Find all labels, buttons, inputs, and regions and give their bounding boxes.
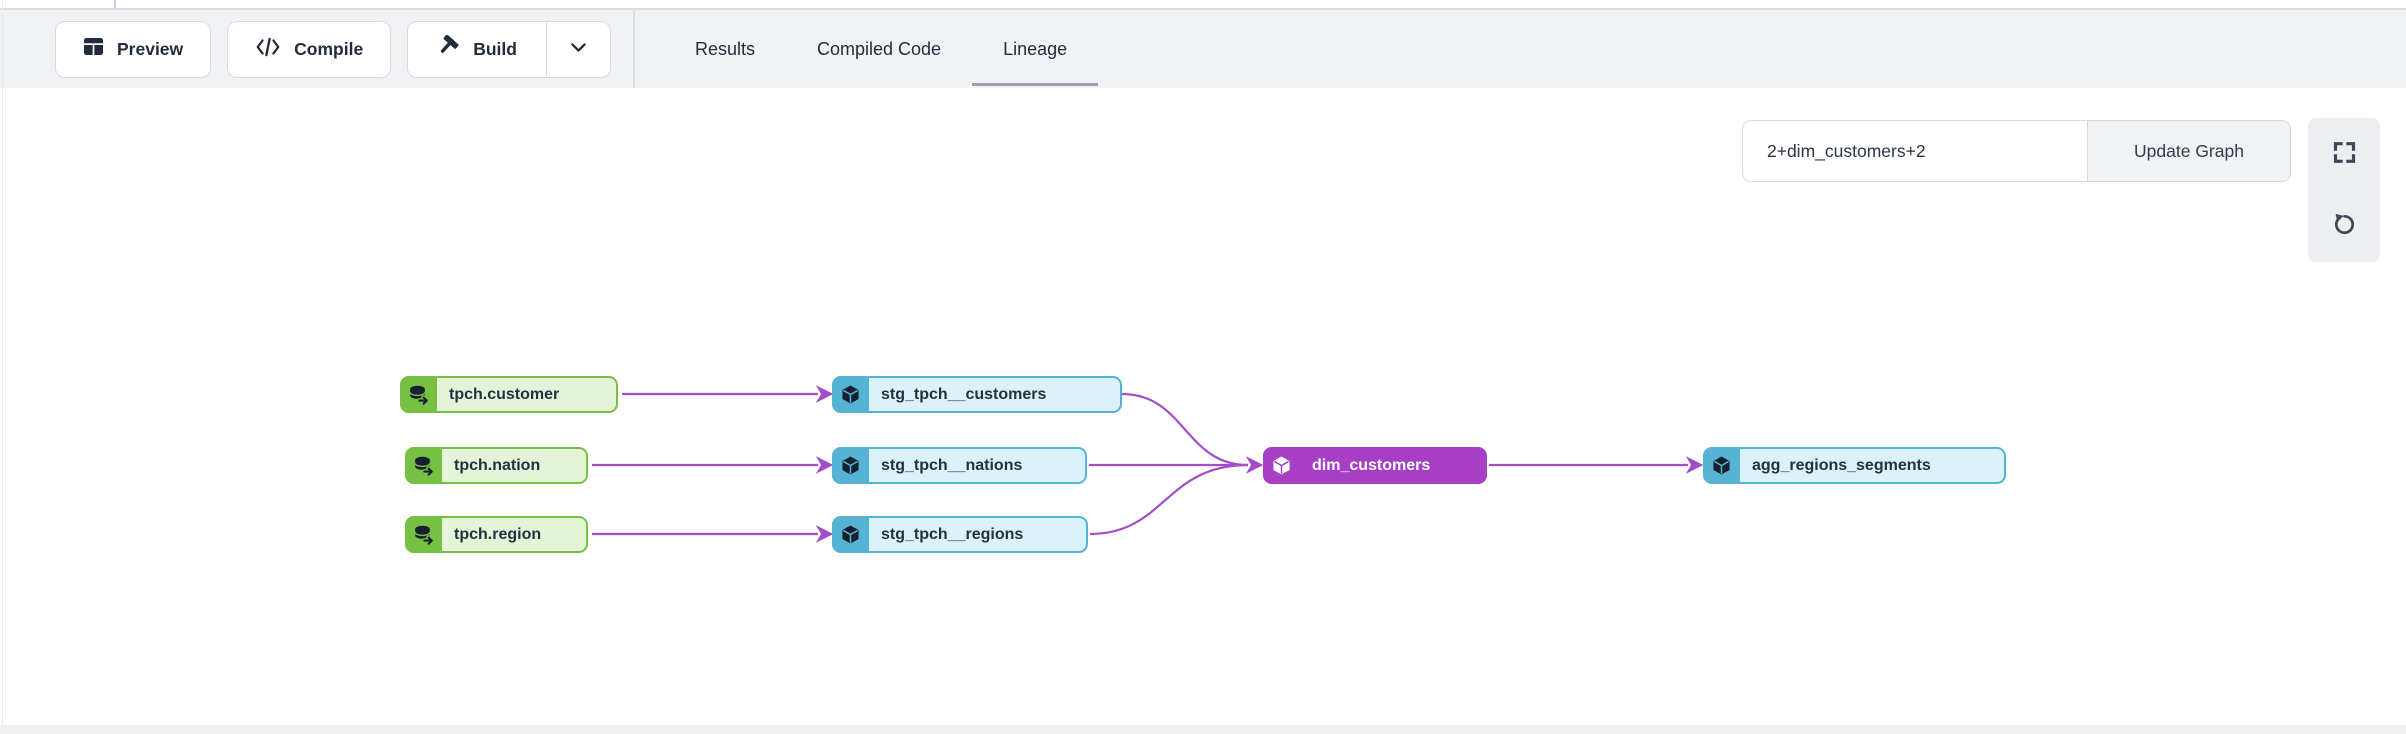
graph-node-stg-tpch-nations[interactable]: stg_tpch__nations xyxy=(832,447,1087,484)
tab-results[interactable]: Results xyxy=(694,38,755,59)
graph-node-label: stg_tpch__nations xyxy=(881,456,1023,474)
graph-node-label: stg_tpch__customers xyxy=(881,385,1047,403)
database-icon xyxy=(400,376,437,413)
toolbar-divider xyxy=(632,10,635,88)
cube-icon xyxy=(832,447,869,484)
compile-button-label: Compile xyxy=(294,38,364,59)
rotate-ccw-icon xyxy=(2331,211,2358,241)
code-brackets-icon xyxy=(255,36,281,63)
graph-node-label: tpch.region xyxy=(454,525,542,543)
tab-lineage[interactable]: Lineage xyxy=(972,10,1099,88)
fullscreen-corners-icon xyxy=(2331,139,2358,169)
hammer-icon xyxy=(437,34,460,63)
pane-divider xyxy=(114,0,116,8)
build-button-label: Build xyxy=(473,38,517,59)
graph-node-agg-regions-segments[interactable]: agg_regions_segments xyxy=(1703,447,2006,484)
tab-compiled-code[interactable]: Compiled Code xyxy=(816,38,942,59)
build-split-button: Build xyxy=(407,20,611,78)
pane-top-edge xyxy=(0,0,2406,10)
toolbar: Preview Compile xyxy=(0,10,2406,88)
database-icon xyxy=(405,516,442,553)
graph-node-stg-tpch-customers[interactable]: stg_tpch__customers xyxy=(832,376,1122,413)
graph-node-label: dim_customers xyxy=(1312,456,1431,474)
graph-node-dim-customers[interactable]: dim_customers xyxy=(1263,447,1487,484)
cube-icon xyxy=(832,376,869,413)
reset-view-button[interactable] xyxy=(2308,190,2380,262)
pane-left-edge xyxy=(2,0,3,734)
lineage-selector-group: Update Graph xyxy=(1742,120,2291,182)
lineage-selector-input[interactable] xyxy=(1742,120,2088,182)
graph-node-stg-tpch-regions[interactable]: stg_tpch__regions xyxy=(832,516,1088,553)
database-icon xyxy=(405,447,442,484)
graph-node-tpch-customer[interactable]: tpch.customer xyxy=(400,376,618,413)
chevron-down-icon xyxy=(568,37,589,61)
graph-node-label: agg_regions_segments xyxy=(1752,456,1931,474)
build-button[interactable]: Build xyxy=(408,22,546,77)
lineage-canvas[interactable] xyxy=(0,88,2406,725)
compile-button[interactable]: Compile xyxy=(227,20,392,78)
cube-icon xyxy=(1263,447,1300,484)
lineage-view-controls xyxy=(2308,118,2380,262)
cube-icon xyxy=(832,516,869,553)
update-graph-button[interactable]: Update Graph xyxy=(2087,120,2291,182)
result-tabs: Results Compiled Code Lineage xyxy=(693,10,1099,88)
graph-node-tpch-region[interactable]: tpch.region xyxy=(405,516,588,553)
preview-button[interactable]: Preview xyxy=(55,20,212,78)
build-dropdown-button[interactable] xyxy=(545,21,610,77)
fullscreen-button[interactable] xyxy=(2308,118,2380,190)
graph-node-tpch-nation[interactable]: tpch.nation xyxy=(405,447,588,484)
pane-bottom-edge xyxy=(0,725,2406,734)
table-grid-icon xyxy=(83,37,104,61)
preview-button-label: Preview xyxy=(117,38,184,59)
cube-icon xyxy=(1703,447,1740,484)
graph-node-label: stg_tpch__regions xyxy=(881,525,1024,543)
graph-node-label: tpch.nation xyxy=(454,456,541,474)
graph-node-label: tpch.customer xyxy=(449,385,560,403)
